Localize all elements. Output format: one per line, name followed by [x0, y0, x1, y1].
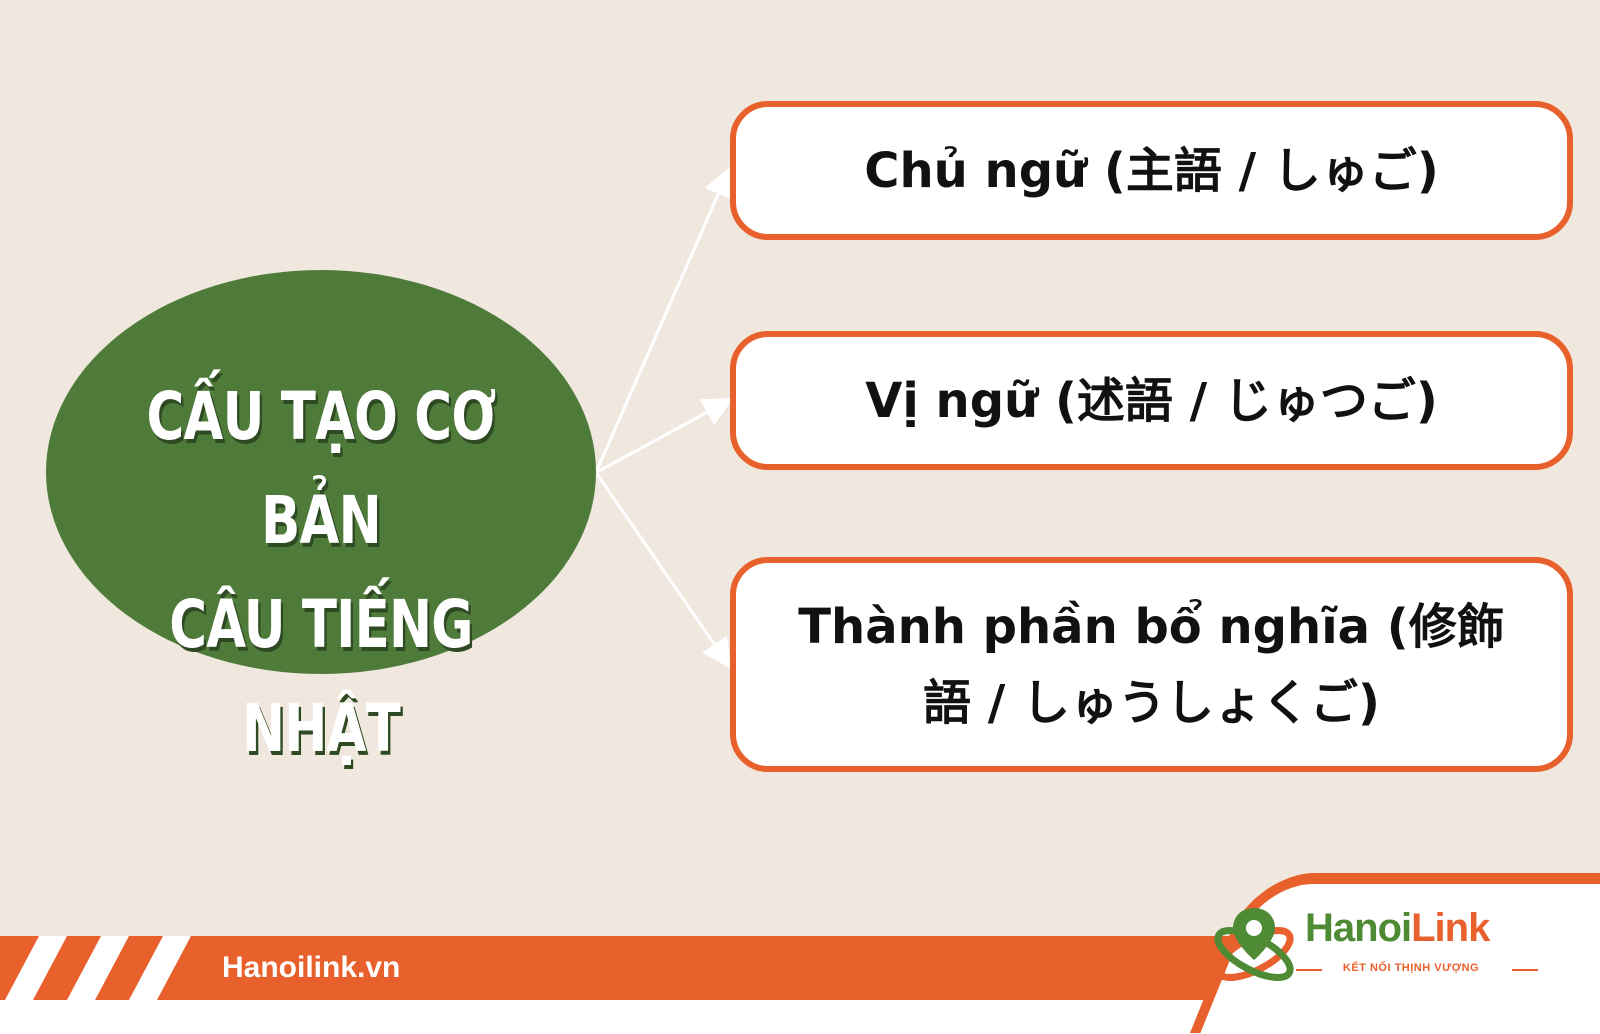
tagline-rule-right	[1512, 969, 1538, 971]
center-node-title: CẤU TẠO CƠ BẢN CÂU TIẾNG NHẬT	[107, 365, 536, 781]
logo-name-part1: Hanoi	[1305, 906, 1412, 950]
branch-box-modifier: Thành phần bổ nghĩa (修飾語 / しゅうしょくご)	[730, 557, 1573, 772]
arrow-to-predicate	[596, 398, 734, 474]
arrow-to-subject	[595, 166, 733, 471]
connector-arrows	[595, 166, 734, 669]
arrow-to-modifier	[595, 473, 732, 669]
branch-label-modifier: Thành phần bổ nghĩa (修飾語 / しゅうしょくご)	[798, 598, 1505, 731]
branch-box-predicate: Vị ngữ (述語 / じゅつご)	[730, 331, 1573, 470]
branch-box-subject: Chủ ngữ (主語 / しゅご)	[730, 101, 1573, 240]
map-pin-logo-icon	[1214, 908, 1294, 981]
logo-tagline: KẾT NỐI THỊNH VƯỢNG	[1342, 962, 1480, 974]
logo-wordmark: HanoiLink	[1305, 906, 1490, 951]
footer-stripe	[4, 936, 68, 1000]
footer-stripe	[128, 936, 192, 1000]
center-title-line2: CÂU TIẾNG NHẬT	[169, 586, 473, 767]
center-node	[46, 270, 596, 674]
logo-name-part2: Link	[1411, 906, 1490, 950]
tagline-rule-left	[1296, 969, 1322, 971]
footer-stripe	[66, 936, 130, 1000]
branch-label-subject: Chủ ngữ (主語 / しゅご)	[864, 142, 1439, 199]
footer-url[interactable]: Hanoilink.vn	[222, 951, 401, 984]
center-title-line1: CẤU TẠO CƠ BẢN	[146, 378, 497, 559]
branch-label-predicate: Vị ngữ (述語 / じゅつご)	[865, 372, 1438, 429]
